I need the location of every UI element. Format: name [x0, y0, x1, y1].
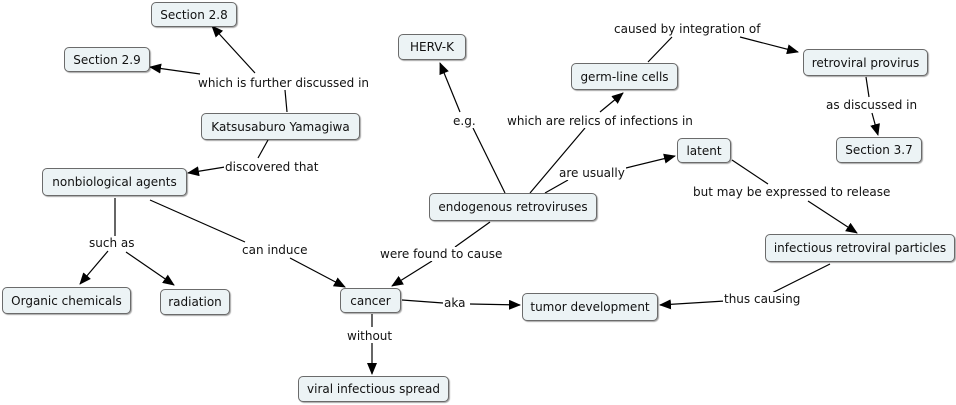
concept-cancer[interactable]: cancer [340, 288, 401, 313]
concept-tumor-development[interactable]: tumor development [522, 293, 658, 321]
link-can-induce: can induce [241, 243, 309, 257]
link-eg: e.g. [452, 114, 477, 128]
edge-to-tumor [469, 299, 521, 310]
concept-section-2-8[interactable]: Section 2.8 [151, 2, 237, 27]
edge-cancer-aka [401, 299, 444, 304]
link-may-be-expressed: but may be expressed to release [692, 185, 892, 199]
edge-latent-expressed [731, 159, 769, 185]
edge-to-section-2-9 [149, 63, 201, 75]
concept-herv-k[interactable]: HERV-K [398, 34, 466, 60]
concept-katsusaburo-yamagiwa[interactable]: Katsusaburo Yamagiwa [201, 113, 360, 140]
concept-latent[interactable]: latent [677, 138, 731, 163]
link-discovered-that: discovered that [224, 160, 320, 174]
edge-germ-caused [647, 36, 673, 63]
link-aka: aka [443, 296, 467, 310]
edge-to-latent [625, 153, 676, 169]
edge-to-particles [807, 200, 858, 234]
link-without: without [346, 329, 394, 343]
edge-endo-found [454, 221, 491, 248]
edge-to-radiation [125, 251, 175, 286]
edge-yamagiwa-to-label [284, 89, 288, 113]
link-further-discussed: which is further discussed in [197, 76, 371, 90]
concept-section-3-7[interactable]: Section 3.7 [836, 137, 922, 163]
edge-to-germline [599, 92, 624, 113]
concept-organic-chemicals[interactable]: Organic chemicals [2, 287, 131, 314]
edge-endo-relics [529, 127, 586, 194]
edge-to-nonbio [187, 166, 226, 177]
edge-to-section-3-7 [870, 112, 880, 136]
edge-to-provirus [739, 36, 799, 55]
link-thus-causing: thus causing [723, 292, 802, 306]
concept-radiation[interactable]: radiation [160, 289, 230, 315]
edge-to-section-2-8 [211, 25, 256, 74]
edge-endo-eg [472, 127, 506, 194]
edge-to-cancer [289, 257, 346, 288]
edge-endo-usually [544, 179, 569, 194]
edge-yamagiwa-discovered [257, 139, 269, 159]
concept-infectious-retroviral-particles[interactable]: infectious retroviral particles [765, 234, 955, 262]
concept-germ-line-cells[interactable]: germ-line cells [571, 63, 678, 90]
link-are-usually: are usually [558, 166, 626, 180]
link-as-discussed-in: as discussed in [825, 98, 919, 112]
link-were-found-to-cause: were found to cause [379, 247, 504, 261]
concept-section-2-9[interactable]: Section 2.9 [64, 47, 150, 72]
edge-to-tumor-2 [659, 299, 726, 310]
link-caused-by-integration: caused by integration of [613, 22, 762, 36]
link-such-as: such as [88, 236, 136, 250]
concept-retroviral-provirus[interactable]: retroviral provirus [803, 49, 928, 76]
edge-to-herv [439, 62, 461, 113]
edge-particles-causing [771, 263, 831, 294]
concept-endogenous-retroviruses[interactable]: endogenous retroviruses [429, 193, 597, 221]
edge-provirus-discussed [865, 76, 870, 98]
edge-to-cancer-2 [391, 260, 433, 287]
edge-to-organic [79, 250, 109, 285]
link-relics-of-infections: which are relics of infections in [506, 114, 694, 128]
concept-viral-infectious-spread[interactable]: viral infectious spread [298, 376, 449, 402]
edge-nonbio-induce [149, 199, 246, 243]
concept-nonbiological-agents[interactable]: nonbiological agents [42, 168, 187, 196]
